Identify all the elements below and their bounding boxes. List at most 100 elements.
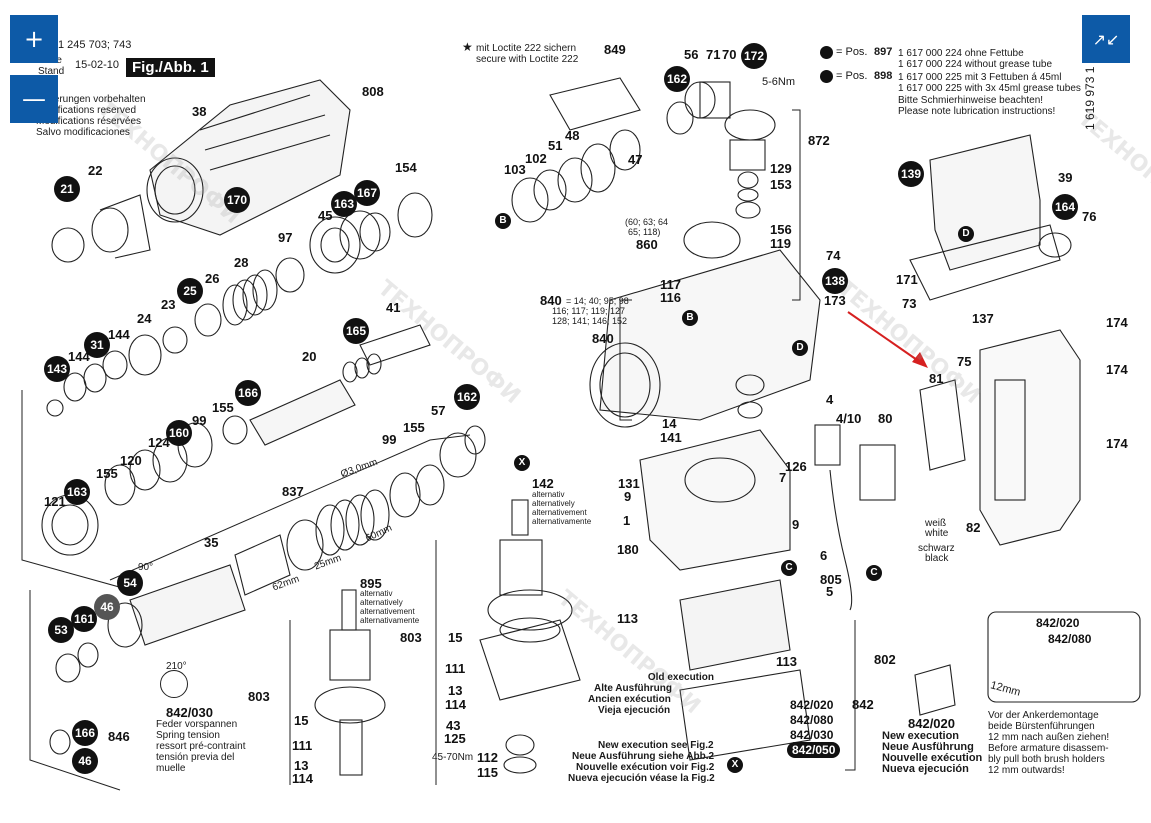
part-badge: 139 (898, 161, 924, 187)
part-label: 120 (120, 453, 142, 468)
part-badge: 172 (741, 43, 767, 69)
zoom-in-button[interactable]: + (10, 15, 58, 63)
dimension-label: 90° (138, 562, 154, 573)
part-badge: 162 (454, 384, 480, 410)
spring-part-label: 842/030 (166, 705, 213, 720)
part-label: 154 (395, 160, 417, 175)
wire-label: schwarz (918, 543, 955, 554)
part-label: 73 (902, 296, 917, 311)
part-label: 155 (212, 400, 234, 415)
part-badge: 170 (224, 187, 250, 213)
part-label: 121 (44, 494, 66, 509)
part-label: 174 (1106, 436, 1128, 451)
part-label: 57 (431, 403, 446, 418)
zoom-out-button[interactable]: — (10, 75, 58, 123)
part-label: 153 (770, 177, 792, 192)
new-execution-line: Neue Ausführung (882, 741, 974, 753)
part-badge: 167 (354, 180, 380, 206)
part-label: 15 (294, 713, 309, 728)
part-label: 48 (565, 128, 580, 143)
part-label: 173 (824, 293, 846, 308)
circlip-part (397, 192, 433, 238)
part-label: 872 (808, 133, 830, 148)
torque-label: 45-70Nm (432, 752, 474, 763)
brush-note-line: beide Bürstenführungen (988, 721, 1095, 732)
part-label: 74 (826, 248, 841, 263)
reference-marker-c: C (781, 560, 797, 576)
alternative-text: alternativ (360, 589, 393, 598)
part-label: 22 (88, 163, 103, 178)
part-label: 114 (292, 771, 313, 786)
part-badge: 53 (48, 617, 74, 643)
part-label: 70 (722, 47, 737, 62)
lubrication-line: 1 617 000 225 with 3x 45ml grease tubes (898, 83, 1081, 94)
collapse-button[interactable]: ↗↙ (1082, 15, 1130, 63)
part-label: 131 (618, 476, 640, 491)
alternative-text: alternatively (532, 499, 575, 508)
part-label: 99 (382, 432, 397, 447)
assembly-840-contents: 116; 117; 119; 127 (552, 306, 626, 316)
part-label: 803 (248, 689, 270, 704)
motor-housing-part (146, 79, 351, 236)
reference-marker-b: B (682, 310, 698, 326)
part-label: 51 (548, 138, 563, 153)
part-label: 102 (525, 151, 547, 166)
part-842-020-label: 842/020 (790, 698, 834, 712)
part-label: 4/10 (836, 411, 862, 426)
pos-prefix: = Pos. (836, 46, 868, 58)
part-badge: 165 (343, 318, 369, 344)
part-label: 802 (874, 652, 896, 667)
part-label: 141 (660, 430, 682, 445)
part-label: 71 (706, 47, 721, 62)
old-execution-line: Alte Ausführung (594, 683, 672, 694)
part-label: 80 (878, 411, 893, 426)
lubrication-line: 1 617 000 225 mit 3 Fettuben á 45ml (898, 72, 1062, 83)
brush-note-label: 842/080 (1048, 632, 1092, 646)
assembly-840-label: 840 (540, 293, 562, 308)
part-badge: 21 (54, 176, 80, 202)
part-badge: 46 (94, 594, 120, 620)
new-execution-ref-line: Nueva ejecución véase la Fig.2 (568, 773, 715, 784)
brush-note-line: 12 mm outwards! (988, 765, 1065, 776)
part-label: 38 (192, 104, 207, 119)
part-842-050-label: 842/050 (787, 742, 841, 758)
brush-note-line: Before armature disassem- (988, 743, 1109, 754)
part-label: 137 (972, 311, 994, 326)
lubrication-line: Bitte Schmierhinweise beachten! (898, 95, 1044, 106)
alternative-text: alternativement (360, 607, 415, 616)
part-label: 23 (161, 297, 176, 312)
part-label: 808 (362, 84, 384, 99)
part-label: 1 (623, 513, 631, 528)
assembly-840-contents: = 14; 40; 95; 98 (566, 296, 629, 306)
part-badge: 166 (72, 720, 98, 746)
gear-860-label: 860 (636, 237, 658, 252)
part-label: 4 (826, 392, 834, 407)
part-label: 117 (660, 277, 681, 292)
part-label: 171 (896, 272, 918, 287)
new-execution-line: Nouvelle exécution (882, 752, 983, 764)
gear-860-contents: 65; 118) (628, 227, 661, 237)
wire-label: black (925, 553, 949, 564)
grease-dot-icon (820, 46, 833, 59)
part-label: 39 (1058, 170, 1073, 185)
reference-marker-x: X (727, 757, 743, 773)
motor-casing-part (639, 374, 791, 571)
spring-icon (160, 670, 188, 698)
part-label: 81 (929, 371, 944, 386)
brush-note-line: bly pull both brush holders (988, 754, 1105, 765)
part-badge: 138 (822, 268, 848, 294)
part-label: 13 (294, 758, 309, 773)
part-label: 113 (617, 611, 638, 626)
spring-note-line: Feder vorspannen (156, 719, 238, 730)
old-execution-line: Old execution (647, 672, 714, 683)
part-label: 28 (234, 255, 249, 270)
new-execution-line: Nueva ejecución (882, 763, 969, 775)
rear-handle-part (979, 329, 1081, 546)
reference-marker-x: X (514, 455, 530, 471)
spring-note-line: tensión previa del (156, 752, 235, 763)
collapse-arrows-icon: ↗↙ (1092, 29, 1120, 49)
armature-part (487, 499, 573, 643)
issue-date: 15-02-10 (75, 59, 120, 71)
lubrication-line: Please note lubrication instructions! (898, 106, 1056, 117)
